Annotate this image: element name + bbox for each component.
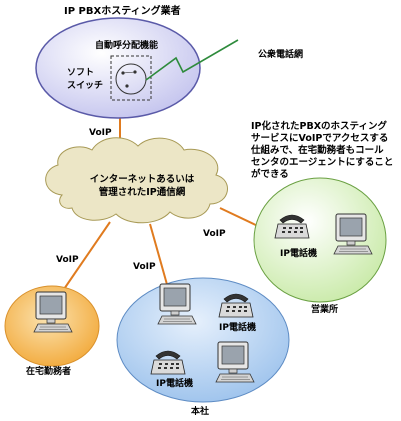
branch-name-label: 営業所 xyxy=(311,305,339,315)
note-line4: センタのエージェントにすること xyxy=(251,157,394,168)
note-line2: サービスにVoIPでアクセスする xyxy=(251,133,389,144)
note-line1: IP化されたPBXのホスティング xyxy=(251,121,387,132)
voip-label-branch: VoIP xyxy=(203,229,226,239)
auto-call-distribution-label: 自動呼分配機能 xyxy=(95,41,159,51)
softswitch-label-line1: ソフト xyxy=(67,68,95,78)
softswitch-icon xyxy=(110,55,152,101)
voip-label-hq: VoIP xyxy=(133,262,156,272)
cloud-label-line1: インターネットあるいは xyxy=(89,174,195,185)
cloud-label-line2: 管理されたIP通信網 xyxy=(98,187,186,198)
pstn-label: 公衆電話網 xyxy=(258,50,304,60)
link-cloud-hq xyxy=(149,223,169,289)
description-note: IP化されたPBXのホスティング サービスにVoIPでアクセスする 仕組みで、在… xyxy=(251,121,401,181)
hosting-provider-circle xyxy=(35,17,201,119)
hosting-title: IP PBXホスティング業者 xyxy=(64,6,181,17)
network-cloud xyxy=(45,137,228,224)
voip-label-home: VoIP xyxy=(56,255,79,265)
hq-name-label: 本社 xyxy=(191,407,210,417)
link-cloud-home xyxy=(61,221,111,293)
pstn-line xyxy=(145,39,239,81)
branch-office-circle xyxy=(253,177,387,303)
home-pc-icon xyxy=(33,291,73,333)
home-worker-label: 在宅勤務者 xyxy=(26,367,72,377)
link-cloud-branch xyxy=(219,207,263,229)
hq-pc-1-icon xyxy=(157,283,197,325)
voip-label-hosting: VoIP xyxy=(89,128,112,138)
branch-ip-phone-label: IP電話機 xyxy=(280,249,317,259)
hq-pc-2-icon xyxy=(215,341,255,383)
hq-ip-phone-1-label: IP電話機 xyxy=(219,323,256,333)
headquarters-circle xyxy=(116,277,290,403)
note-line3: 仕組みで、在宅勤務者もコール xyxy=(251,145,384,156)
branch-pc-icon xyxy=(333,213,373,255)
softswitch-label-line2: スイッチ xyxy=(67,81,104,91)
hq-ip-phone-2-label: IP電話機 xyxy=(156,379,193,389)
note-line5: ができる xyxy=(251,169,289,180)
cloud-label: インターネットあるいは 管理されたIP通信網 xyxy=(72,173,212,199)
